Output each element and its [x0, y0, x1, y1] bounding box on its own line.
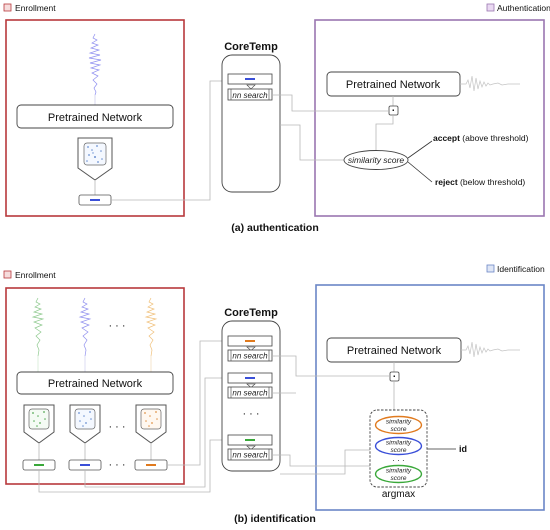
nn-search-box-2 [227, 386, 273, 399]
similarity-score-green [374, 464, 423, 484]
similarity-line1-orange: similarity [386, 419, 412, 426]
coretemp-title-bottom: CoreTemp [224, 307, 278, 319]
connector-line-nn-to-dot [272, 94, 389, 112]
embedding-points-icon [144, 411, 158, 427]
caption-identification: (b) identification [234, 513, 316, 525]
accept-branch-line [407, 140, 433, 159]
embedding-points-icon [78, 411, 92, 427]
nn-search-box-3 [227, 448, 273, 461]
embedding-points-icon [32, 411, 46, 427]
authentication-panel [314, 19, 545, 217]
argmax-label: argmax [382, 489, 415, 500]
connector-line-green [38, 439, 228, 493]
pretrained-network-box-left-bottom [16, 371, 174, 395]
down-arrow-icon [246, 346, 256, 351]
legend-swatch-authentication [486, 3, 495, 12]
pretrained-network-box-left-top [16, 104, 174, 129]
embedding-space-icon [140, 408, 162, 430]
reject-label: reject (below threshold) [435, 177, 525, 187]
similarity-line2-green: score [391, 475, 407, 482]
legend-authentication: Authentication [486, 3, 550, 13]
coretemp-title-top: CoreTemp [224, 41, 278, 53]
enrollment-panel-top [5, 19, 185, 217]
dot-product-icon [388, 105, 399, 116]
dot-product-symbol: · [392, 106, 395, 117]
similarity-line1-blue: similarity [386, 440, 412, 447]
nn-search-label-3: nn search [232, 451, 268, 460]
pretrained-network-label-left-top: Pretrained Network [48, 112, 143, 124]
audio-waveform-icon [78, 297, 92, 357]
accept-label-bold: accept [433, 133, 460, 143]
ellipsis-waveforms: · · · [108, 320, 125, 332]
down-arrow-icon [246, 445, 256, 450]
connector-line-coretemp-to-score [280, 124, 344, 161]
reject-branch-line [407, 161, 433, 183]
reject-label-bold: reject [435, 177, 458, 187]
legend-label-identification: Identification [497, 264, 545, 274]
pretrained-network-label-left-bottom: Pretrained Network [48, 378, 143, 390]
dot-product-icon [389, 371, 400, 382]
legend-label-enrollment-bottom: Enrollment [15, 270, 56, 280]
embedding-points-icon [86, 145, 103, 163]
ellipsis-coretemp: · · · [242, 408, 259, 420]
connector-line-nn-to-dot [272, 355, 390, 377]
legend-label-enrollment: Enrollment [15, 3, 56, 13]
nn-search-box-top [227, 88, 273, 101]
similarity-score-blue [374, 436, 423, 456]
pretrained-network-label-right-top: Pretrained Network [346, 79, 441, 91]
audio-waveform-icon [144, 297, 158, 357]
identification-panel [315, 284, 545, 511]
embedding-space-icon [28, 408, 50, 430]
audio-waveform-icon [31, 297, 45, 357]
pretrained-network-label-right-bottom: Pretrained Network [347, 345, 442, 357]
down-arrow-icon [246, 383, 256, 388]
embedding-space-icon [83, 142, 107, 166]
similarity-score-label-top: similarity score [348, 155, 404, 165]
legend-swatch-enrollment [3, 270, 12, 279]
ellipsis-embeddings: · · · [108, 459, 125, 471]
legend-enrollment-bottom: Enrollment [3, 270, 56, 280]
enrollment-panel-bottom [5, 287, 185, 485]
nn-search-box-1 [227, 349, 273, 362]
similarity-line2-orange: score [391, 426, 407, 433]
legend-identification: Identification [486, 264, 545, 274]
similarity-line2-blue: score [391, 447, 407, 454]
id-label: id [459, 444, 467, 454]
nn-search-label-top: nn search [232, 91, 268, 100]
dot-product-symbol: · [393, 372, 396, 383]
embedding-space-icon [74, 408, 96, 430]
down-arrow-icon [246, 84, 256, 90]
accept-label: accept (above threshold) [433, 133, 529, 143]
connector-line [272, 454, 376, 467]
similarity-score-ellipse-top [343, 150, 409, 170]
similarity-line1-green: similarity [386, 468, 412, 475]
audio-waveform-icon [460, 75, 520, 92]
accept-label-rest: (above threshold) [460, 133, 529, 143]
connector-line [280, 449, 376, 475]
nn-search-label-1: nn search [232, 352, 268, 361]
legend-swatch-enrollment [3, 3, 12, 12]
similarity-score-orange [374, 415, 423, 435]
audio-waveform-icon [461, 341, 520, 358]
reject-label-rest: (below threshold) [458, 177, 526, 187]
ellipsis-funnels: · · · [108, 421, 125, 433]
ellipsis-scores: · · · [392, 456, 404, 465]
connector-line-orange [167, 340, 228, 466]
connector-line-blue [84, 377, 228, 488]
legend-enrollment-top: Enrollment [3, 3, 56, 13]
legend-swatch-identification [486, 264, 495, 273]
legend-label-authentication: Authentication [497, 3, 550, 13]
audio-waveform-icon [88, 33, 102, 96]
nn-search-label-2: nn search [232, 389, 268, 398]
caption-authentication: (a) authentication [231, 222, 319, 234]
connector-line-to-coretemp [111, 80, 228, 201]
connector-line-dot-to-score [375, 115, 394, 151]
